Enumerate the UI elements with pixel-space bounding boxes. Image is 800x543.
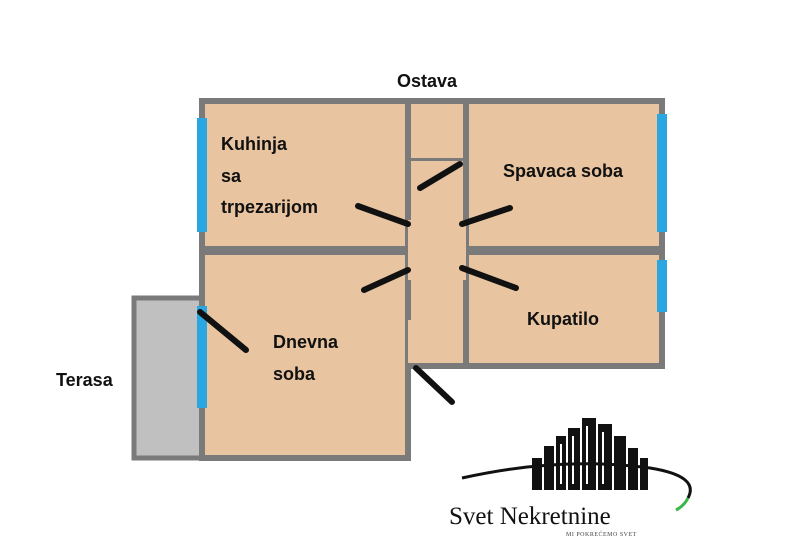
label-dnevna-1: Dnevna <box>273 332 339 352</box>
door-bathroom <box>459 265 519 291</box>
door-kitchen <box>355 203 411 227</box>
label-dnevna-2: soba <box>273 364 316 384</box>
label-terasa: Terasa <box>56 370 114 390</box>
label-kuhinja-3: trpezarijom <box>221 197 318 217</box>
skyline-icon <box>532 418 648 490</box>
hallway <box>408 161 466 366</box>
door-terrace <box>197 309 249 353</box>
svet-nekretnine-logo: Svet Nekretnine MI POKREĆEMO SVET <box>449 418 692 538</box>
logo-name: Svet Nekretnine <box>449 503 611 530</box>
terrace-area <box>131 295 205 461</box>
storage-room <box>405 98 469 164</box>
door-storage <box>417 161 463 191</box>
swoosh-icon <box>461 462 692 499</box>
logo-tagline: MI POKREĆEMO SVET <box>566 530 637 538</box>
door-bedroom <box>459 205 513 227</box>
label-kuhinja-1: Kuhinja <box>221 134 288 154</box>
door-living <box>361 267 411 293</box>
label-kuhinja-2: sa <box>221 166 242 186</box>
swoosh-accent-icon <box>675 497 690 512</box>
label-kupatilo: Kupatilo <box>527 309 599 329</box>
door-entrance <box>413 365 455 405</box>
label-ostava: Ostava <box>397 71 458 91</box>
label-spavaca: Spavaca soba <box>503 161 624 181</box>
